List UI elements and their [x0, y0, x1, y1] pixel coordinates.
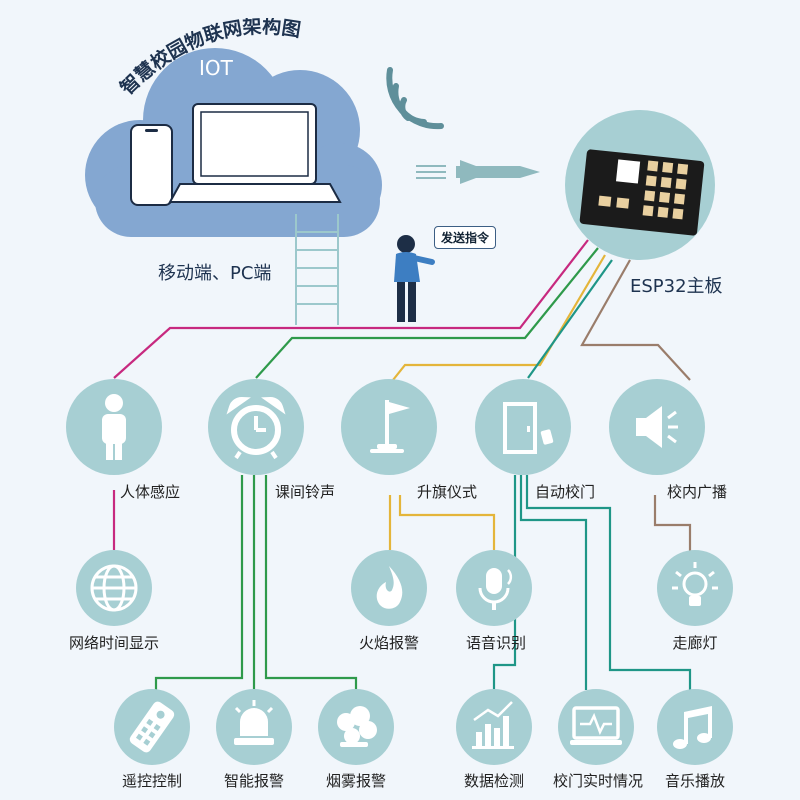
node-label: 音乐播放: [664, 772, 726, 790]
node-lamp: [657, 550, 733, 626]
phone-icon: [130, 124, 173, 206]
line-green-c: [264, 475, 358, 690]
node-label: 走廊灯: [672, 634, 718, 652]
line-brown-down: [653, 495, 692, 552]
node-label: 智能报警: [223, 772, 285, 790]
node-label: 校内广播: [666, 483, 728, 501]
door-icon: [503, 402, 554, 454]
wifi-signal-icon: [386, 67, 444, 130]
line-teal-b: [519, 475, 588, 690]
line-magenta: [113, 239, 589, 379]
node-flame: [351, 550, 427, 626]
globe-icon: [90, 564, 138, 612]
person-icon: [102, 394, 126, 460]
music-note-icon: [673, 706, 712, 749]
ladder-icon: [295, 214, 339, 325]
node-monitor: [558, 689, 634, 765]
speaker-icon: [636, 406, 678, 448]
node-label: 数据检测: [463, 772, 525, 790]
node-label: 遥控控制: [121, 772, 183, 790]
line-teal: [527, 259, 613, 379]
flag-icon: [370, 400, 410, 453]
node-label: 火焰报警: [358, 634, 420, 652]
operator-person-icon: [394, 235, 435, 322]
line-yellow: [392, 254, 606, 381]
smoke-icon: [337, 706, 377, 747]
line-green: [255, 247, 599, 379]
iot-label: IOT: [199, 56, 233, 80]
esp32-board-icon: [565, 110, 715, 260]
remote-control-icon: [129, 701, 175, 753]
speech-bubble: 发送指令: [434, 226, 497, 249]
node-label: 人体感应: [119, 483, 181, 501]
monitor-icon: [570, 706, 622, 745]
node-music: [657, 689, 733, 765]
node-label: 语音识别: [465, 634, 527, 652]
node-chart: [456, 689, 532, 765]
line-teal-c: [525, 475, 692, 690]
node-label: 自动校门: [534, 483, 596, 501]
mobile-pc-label: 移动端、PC端: [158, 263, 272, 284]
diagram-title: 智慧校园物联网架构图: [118, 18, 348, 98]
bar-chart-icon: [472, 701, 514, 749]
alarm-clock-icon: [226, 397, 286, 460]
flame-icon: [376, 566, 403, 609]
laptop-icon: [168, 103, 342, 203]
esp32-board-label: ESP32主板: [630, 276, 723, 297]
line-brown: [580, 259, 691, 381]
rocket-icon: [416, 160, 540, 184]
node-label: 校门实时情况: [552, 772, 644, 790]
line-yellow-down: [398, 495, 496, 550]
microphone-icon: [478, 568, 513, 610]
node-label: 网络时间显示: [68, 634, 160, 652]
node-label: 升旗仪式: [416, 483, 478, 501]
node-smoke: [318, 689, 394, 765]
line-green-a: [154, 475, 244, 690]
node-label: 课间铃声: [274, 483, 336, 501]
node-label: 烟雾报警: [325, 772, 387, 790]
node-door: [475, 379, 571, 475]
light-bulb-icon: [672, 562, 718, 606]
siren-icon: [234, 700, 274, 745]
